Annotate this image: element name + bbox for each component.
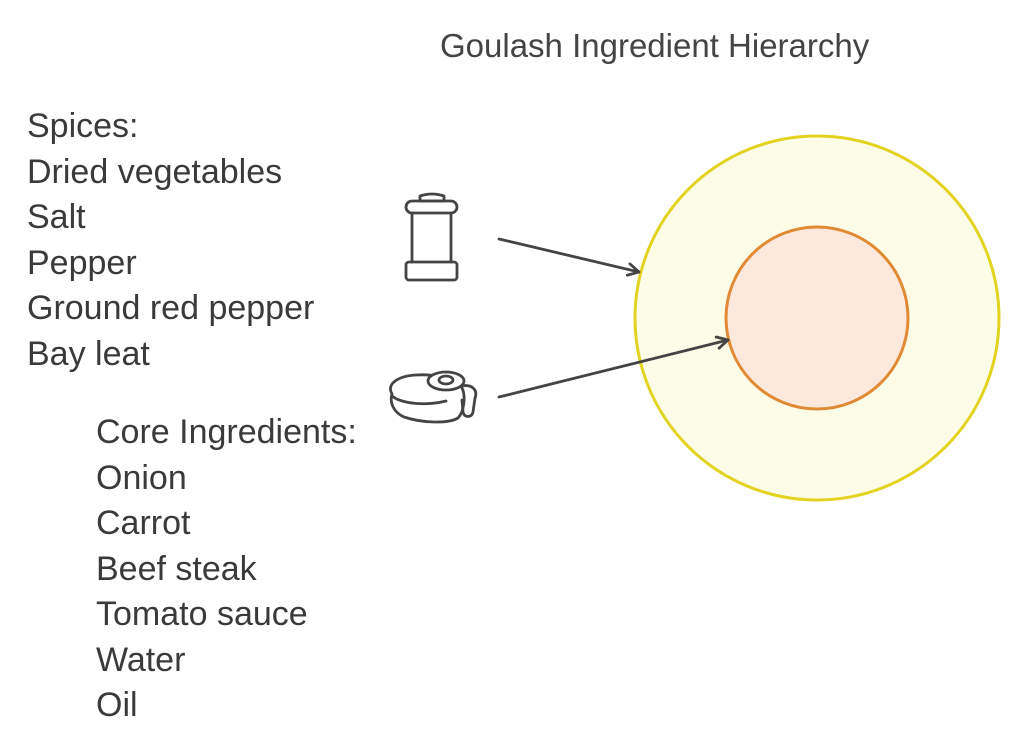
spices-item: Ground red pepper — [27, 289, 315, 327]
core-item: Onion — [96, 458, 187, 497]
pepper-shaker-icon — [404, 192, 459, 282]
diagram-title: Goulash Ingredient Hierarchy — [440, 27, 870, 64]
spices-item: Dried vegetables — [27, 152, 283, 191]
core-item: Oil — [96, 686, 138, 724]
spices-item: Bay leat — [27, 334, 150, 373]
core-heading: Core Ingredients: — [96, 413, 357, 451]
core-item: Beef steak — [96, 549, 257, 588]
core-arrow — [497, 340, 730, 399]
core-ingredients-list: Core Ingredients: Onion Carrot Beef stea… — [96, 410, 357, 729]
core-inner-circle — [724, 225, 910, 411]
spices-item: Pepper — [27, 243, 137, 282]
spices-item: Salt — [27, 198, 86, 236]
spices-heading: Spices: — [27, 107, 139, 145]
core-item: Tomato sauce — [96, 595, 308, 633]
steak-egg-icon — [389, 370, 478, 424]
spices-list: Spices: Dried vegetables Salt Pepper Gro… — [27, 104, 314, 377]
core-item: Carrot — [96, 504, 191, 542]
core-item: Water — [96, 640, 186, 679]
spices-arrow — [497, 237, 641, 272]
